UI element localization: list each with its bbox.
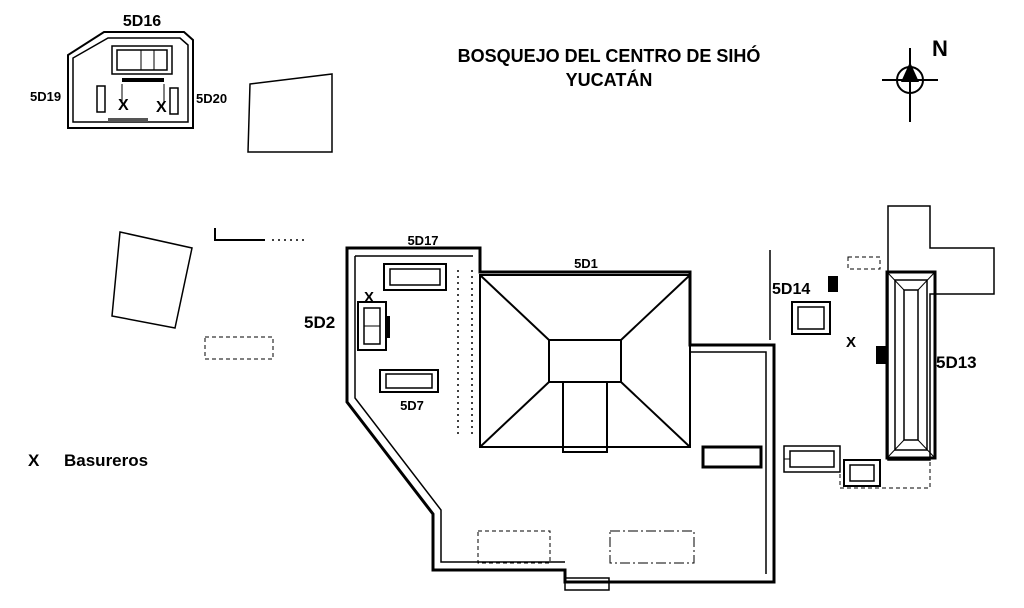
label-5D16: 5D16 [123,13,161,30]
label-5D1: 5D1 [574,256,598,271]
map-title-line1: BOSQUEJO DEL CENTRO DE SIHÓ [458,45,761,66]
label-5D17: 5D17 [407,233,438,248]
legend-text: Basureros [64,451,148,470]
structure-platform [701,445,763,469]
structure-outline [247,73,333,153]
legend-symbol: X [28,451,40,470]
structure-outline [111,231,193,329]
north-label: N [932,36,948,61]
basurero-marker: X [846,334,856,351]
structure-platform [783,445,841,473]
main-plaza-outline [345,246,776,591]
structure-dashed [847,256,881,270]
wall-line [214,228,265,241]
label-5D14: 5D14 [772,281,810,298]
basurero-marker: X [156,99,167,116]
label-5D7: 5D7 [400,398,424,413]
basurero-marker: X [364,289,374,306]
structure-block [876,346,886,364]
label-5D13: 5D13 [936,353,977,372]
map-title-line2: YUCATÁN [566,69,653,90]
north-arrow-icon [882,48,938,122]
structure-5D16-complex [67,31,194,129]
structure-dashed [477,530,551,564]
structure-dashed [204,336,274,360]
structure-dashed [609,530,695,564]
structure-5D13 [885,205,995,461]
structure-5D14 [791,276,838,335]
label-5D20: 5D20 [196,91,227,106]
structure-platform [843,459,881,487]
label-5D19: 5D19 [30,89,61,104]
wall-dashed [839,460,931,489]
label-5D2: 5D2 [304,313,335,332]
structure-5D17 [383,263,447,291]
structure-5D1-pyramid [479,274,691,453]
structure-5D7 [379,369,439,393]
structure-5D2 [357,301,390,351]
basurero-marker: X [118,97,129,114]
